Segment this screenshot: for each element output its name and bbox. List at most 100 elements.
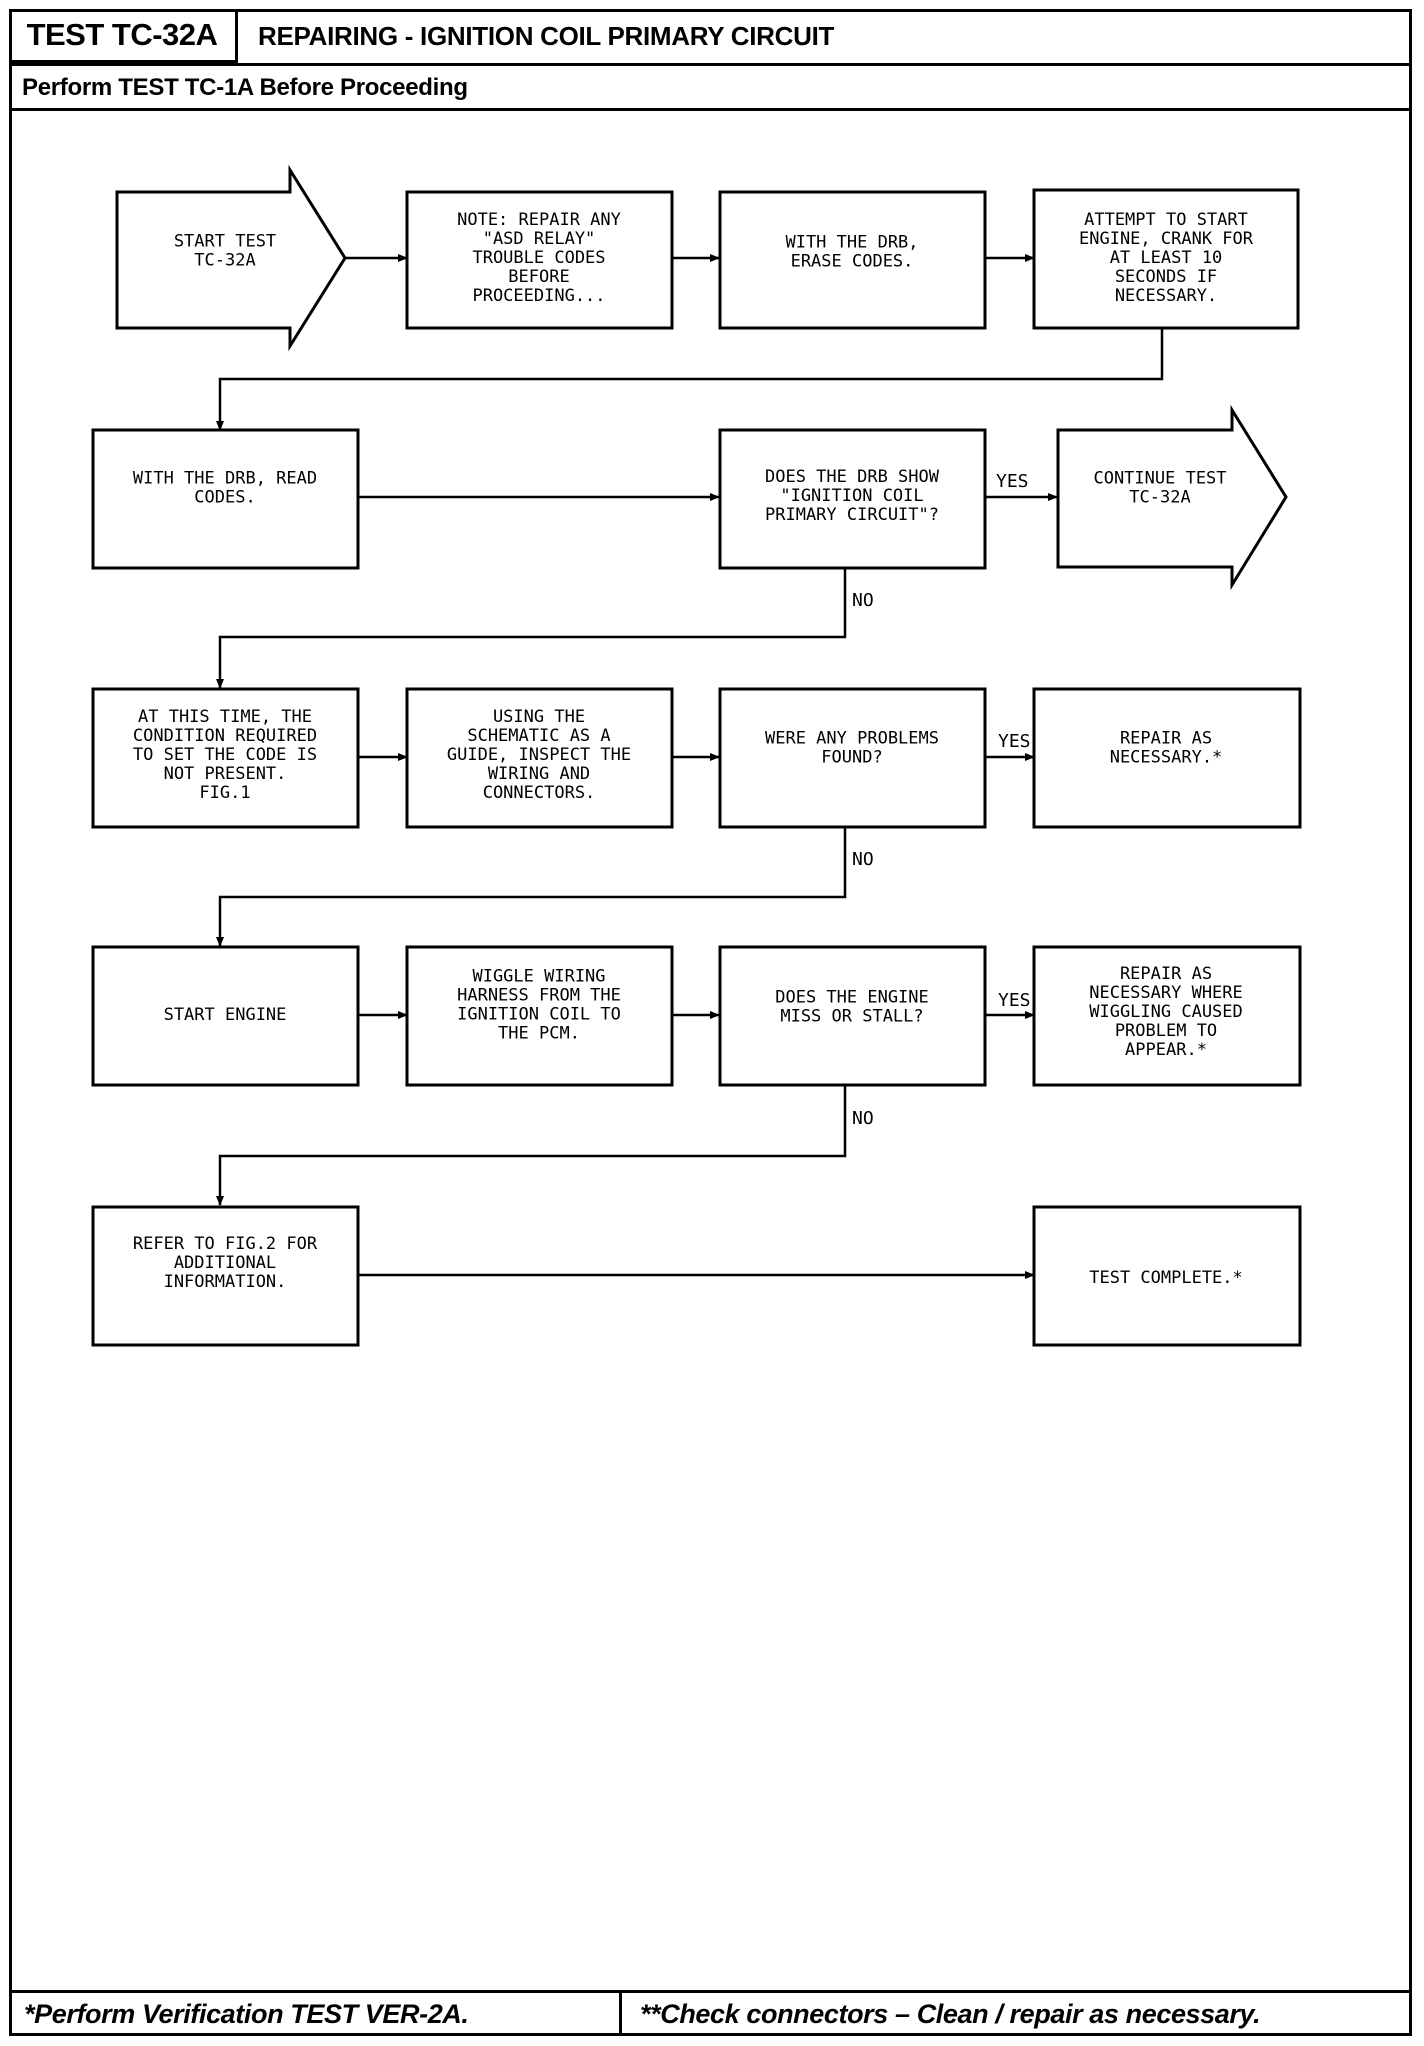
box-text-line: PROBLEM TO: [1115, 1021, 1217, 1041]
box-text-line: GUIDE, INSPECT THE: [447, 745, 631, 765]
box-text-line: DOES THE DRB SHOW: [765, 467, 940, 487]
start-engine-text: START ENGINE: [164, 1005, 287, 1025]
footer-divider: [9, 1990, 1412, 1993]
question-show-box: [718, 428, 987, 570]
subheader-divider: [9, 108, 1412, 111]
question-miss-box: [718, 945, 987, 1087]
read-box: [91, 428, 360, 570]
box-text-line: HARNESS FROM THE: [457, 986, 621, 1006]
erase-box: [718, 190, 987, 330]
box-text-line: "ASD RELAY": [483, 229, 596, 249]
box-text-line: TROUBLE CODES: [472, 248, 605, 268]
footer-note-connectors: **Check connectors – Clean / repair as n…: [640, 1999, 1261, 2029]
box-text-line: ENGINE, CRANK FOR: [1079, 229, 1254, 249]
box-text-line: NECESSARY.*: [1110, 748, 1223, 768]
start-engine-box: [91, 945, 360, 1087]
box-text-line: "IGNITION COIL: [780, 486, 923, 506]
test-id: TEST TC-32A: [9, 9, 238, 63]
edge-problems-start-engine: [216, 827, 847, 947]
box-text-line: ERASE CODES.: [791, 252, 914, 272]
box-text-line: INFORMATION.: [164, 1272, 287, 1292]
box-text-line: IGNITION COIL TO: [457, 1005, 621, 1025]
box-text-line: TC-32A: [1129, 488, 1190, 508]
note-text: NOTE: REPAIR ANY"ASD RELAY"TROUBLE CODES…: [457, 210, 621, 306]
erase-text: WITH THE DRB,ERASE CODES.: [785, 233, 918, 272]
repair-box-1: [1032, 687, 1302, 829]
label-yes-problems: YES: [998, 731, 1031, 752]
box-text-line: DOES THE ENGINE: [775, 988, 929, 1008]
header-divider: [9, 63, 1412, 66]
box-text-line: START TEST: [174, 232, 276, 252]
box-text-line: WITH THE DRB, READ: [133, 469, 317, 489]
box-text-line: THE PCM.: [498, 1024, 580, 1044]
box-text-line: PRIMARY CIRCUIT"?: [765, 505, 939, 525]
box-text-line: FIG.1: [199, 783, 250, 803]
box-text-line: TO SET THE CODE IS: [133, 745, 317, 765]
box-text-line: NOT PRESENT.: [164, 764, 287, 784]
box-text-line: AT THIS TIME, THE: [138, 707, 312, 727]
box-text-line: NECESSARY.: [1115, 286, 1217, 306]
box-text-line: CODES.: [194, 488, 255, 508]
box-text-line: MISS OR STALL?: [780, 1007, 923, 1027]
page-subtitle: Perform TEST TC-1A Before Proceeding: [22, 74, 468, 101]
label-yes-miss: YES: [998, 990, 1031, 1011]
box-text-line: CONDITION REQUIRED: [133, 726, 317, 746]
box-text-line: TEST COMPLETE.*: [1089, 1268, 1243, 1288]
start-arrow-shape: [115, 164, 347, 352]
box-text-line: CONNECTORS.: [483, 783, 596, 803]
box-text-line: START ENGINE: [164, 1005, 287, 1025]
box-text-line: NOTE: REPAIR ANY: [457, 210, 621, 230]
box-text-line: AT LEAST 10: [1110, 248, 1223, 268]
complete-text: TEST COMPLETE.*: [1089, 1268, 1243, 1288]
connectors: [216, 254, 1164, 1279]
box-text-line: SCHEMATIC AS A: [467, 726, 610, 746]
box-text-line: REPAIR AS: [1120, 964, 1212, 984]
label-no-problems: NO: [852, 849, 874, 870]
box-text-line: REPAIR AS: [1120, 729, 1212, 749]
box-text-line: ADDITIONAL: [174, 1253, 276, 1273]
box-text-line: PROCEEDING...: [472, 286, 605, 306]
box-text-line: APPEAR.*: [1125, 1040, 1207, 1060]
edge-question-condition: [216, 566, 847, 689]
continue-arrow-shape: [1056, 404, 1288, 591]
wiggle-box: [405, 945, 674, 1087]
box-text-line: WERE ANY PROBLEMS: [765, 729, 939, 749]
attempt-box: [1032, 188, 1300, 330]
box-text-line: REFER TO FIG.2 FOR: [133, 1234, 318, 1254]
refer-box: [91, 1205, 360, 1347]
repair-box-2: [1032, 945, 1302, 1087]
condition-box: [91, 687, 360, 829]
box-text-line: WITH THE DRB,: [785, 233, 918, 253]
page-frame: [9, 9, 1412, 2036]
edge-miss-refer: [216, 1085, 847, 1206]
footer-separator: [619, 1990, 622, 2036]
footer-note-verification: *Perform Verification TEST VER-2A.: [24, 1999, 469, 2029]
box-text-line: WIGGLING CAUSED: [1089, 1002, 1243, 1022]
label-no-show: NO: [852, 590, 874, 611]
box-text-line: FOUND?: [821, 748, 882, 768]
box-text-line: SECONDS IF: [1115, 267, 1217, 287]
label-yes-show: YES: [996, 471, 1029, 492]
box-text-line: NECESSARY WHERE: [1089, 983, 1243, 1003]
inspect-box: [405, 687, 674, 829]
note-box: [405, 190, 674, 330]
box-text-line: WIGGLE WIRING: [472, 967, 605, 987]
box-text-line: ATTEMPT TO START: [1084, 210, 1248, 230]
page-title: REPAIRING - IGNITION COIL PRIMARY CIRCUI…: [258, 21, 835, 51]
question-problems-box: [718, 687, 987, 829]
box-text-line: BEFORE: [508, 267, 569, 287]
box-text-line: CONTINUE TEST: [1093, 469, 1226, 489]
box-text-line: USING THE: [493, 707, 585, 727]
